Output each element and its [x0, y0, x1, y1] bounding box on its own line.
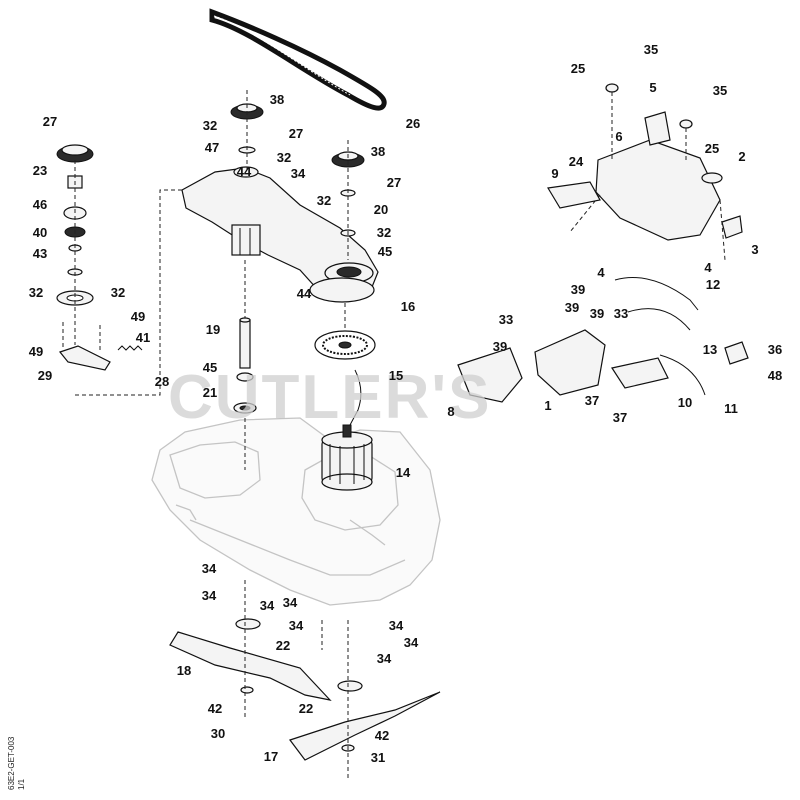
reference-code: 63E2-GET-003: [7, 736, 16, 790]
callout-c23: 23: [33, 163, 47, 178]
drive-belt: [209, 8, 387, 111]
left-pulley-assembly: [56, 144, 210, 396]
mower-deck: [151, 417, 441, 606]
callout-c44a: 44: [237, 164, 252, 179]
callout-c34a: 34: [291, 166, 306, 181]
callout-c32e: 32: [317, 193, 331, 208]
callout-c16: 16: [401, 299, 415, 314]
callout-c12: 12: [706, 277, 720, 292]
callout-c28: 28: [155, 374, 169, 389]
callout-c44b: 44: [297, 286, 312, 301]
callout-c34b: 34: [202, 561, 217, 576]
callout-c33b: 33: [614, 306, 628, 321]
control-board: [457, 277, 749, 403]
callout-c8: 8: [447, 404, 454, 419]
callout-c22b: 22: [299, 701, 313, 716]
callout-c4a: 4: [597, 265, 605, 280]
callout-c27c: 27: [387, 175, 401, 190]
callout-c39b: 39: [565, 300, 579, 315]
callout-c32d: 32: [277, 150, 291, 165]
callout-c17: 17: [264, 749, 278, 764]
callout-c39c: 39: [590, 306, 604, 321]
callout-c27a: 27: [43, 114, 57, 129]
top-pulleys: [230, 90, 365, 260]
top-cover: [569, 83, 743, 261]
callout-c45a: 45: [378, 244, 392, 259]
callout-c15: 15: [389, 368, 403, 383]
callout-c11: 11: [724, 401, 738, 416]
callout-c45b: 45: [203, 360, 217, 375]
callout-c39d: 39: [493, 339, 507, 354]
callout-c4b: 4: [704, 260, 712, 275]
callout-c10: 10: [678, 395, 692, 410]
callout-c6: 6: [615, 129, 622, 144]
callout-c39a: 39: [571, 282, 585, 297]
blade-assembly: [169, 580, 441, 780]
callout-c34f: 34: [289, 618, 304, 633]
callout-c32a: 32: [29, 285, 43, 300]
callout-c31: 31: [371, 750, 385, 765]
callout-c42b: 42: [375, 728, 389, 743]
callout-c34g: 34: [389, 618, 404, 633]
callout-c42a: 42: [208, 701, 222, 716]
callout-c18: 18: [177, 663, 191, 678]
callout-c30: 30: [211, 726, 225, 741]
callout-c26: 26: [406, 116, 420, 131]
callout-c32b: 32: [111, 285, 125, 300]
callout-c1: 1: [544, 398, 551, 413]
callout-c25b: 25: [705, 141, 719, 156]
callout-c2: 2: [738, 149, 745, 164]
callout-c24: 24: [569, 154, 584, 169]
callout-c33a: 33: [499, 312, 513, 327]
callout-c21: 21: [203, 385, 217, 400]
callout-c37a: 37: [585, 393, 599, 408]
callout-c38b: 38: [371, 144, 385, 159]
switch-bracket: [547, 181, 601, 209]
callout-c3: 3: [751, 242, 758, 257]
callout-c20: 20: [374, 202, 388, 217]
callout-c34c: 34: [202, 588, 217, 603]
callout-c22a: 22: [276, 638, 290, 653]
callout-c37b: 37: [613, 410, 627, 425]
callout-c9: 9: [551, 166, 558, 181]
callout-c25a: 25: [571, 61, 585, 76]
callout-c34d: 34: [260, 598, 275, 613]
callout-c32f: 32: [377, 225, 391, 240]
callout-c27b: 27: [289, 126, 303, 141]
callout-c47: 47: [205, 140, 219, 155]
callout-c32c: 32: [203, 118, 217, 133]
gear-housing: [181, 166, 379, 303]
callout-c40: 40: [33, 225, 47, 240]
callout-c49a: 49: [131, 309, 145, 324]
callout-c19: 19: [206, 322, 220, 337]
callout-c29: 29: [38, 368, 52, 383]
callout-c46: 46: [33, 197, 47, 212]
reference-subcode: 1/1: [17, 778, 26, 790]
cooling-fan: [314, 303, 376, 360]
callout-c38a: 38: [270, 92, 284, 107]
callout-c13: 13: [703, 342, 717, 357]
drive-shaft: [233, 260, 257, 470]
electric-motor: [321, 369, 373, 491]
callout-c35b: 35: [713, 83, 727, 98]
callout-c5: 5: [649, 80, 656, 95]
callout-c14: 14: [396, 465, 411, 480]
callout-c34i: 34: [377, 651, 392, 666]
callout-c35a: 35: [644, 42, 658, 57]
callout-c48: 48: [768, 368, 782, 383]
callout-c41: 41: [136, 330, 150, 345]
callout-c49b: 49: [29, 344, 43, 359]
watermark: CUTLER'S: [168, 363, 492, 432]
callout-c34h: 34: [404, 635, 419, 650]
callout-c43: 43: [33, 246, 47, 261]
callout-c36: 36: [768, 342, 782, 357]
callout-c34e: 34: [283, 595, 298, 610]
